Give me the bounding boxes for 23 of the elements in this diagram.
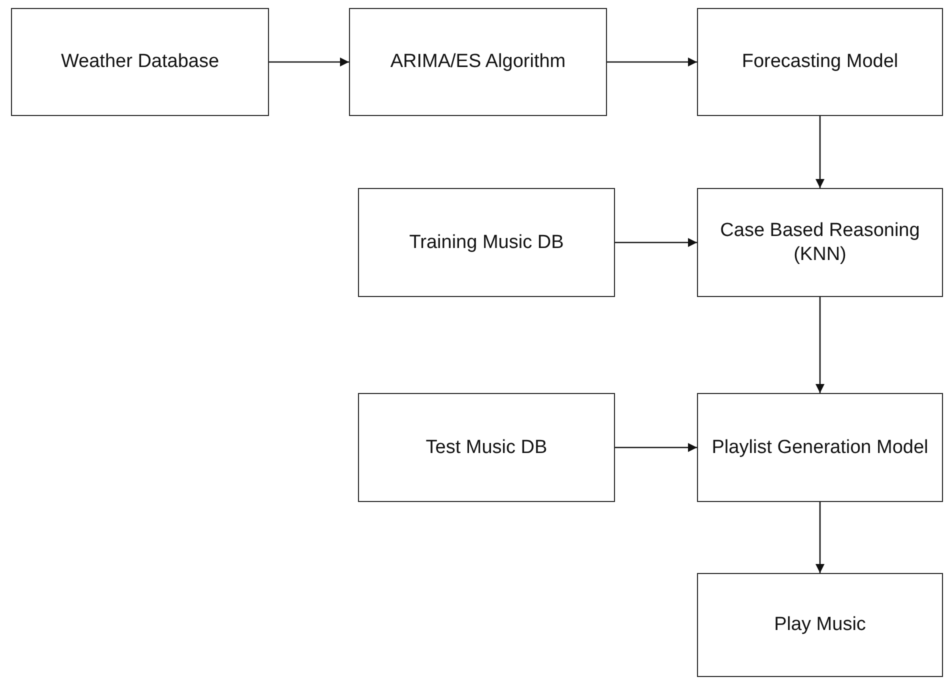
box-label: Playlist Generation Model (712, 436, 928, 460)
process-box (358, 393, 615, 502)
box-label: Test Music DB (426, 436, 548, 460)
arrow (615, 238, 697, 247)
arrow (816, 116, 824, 188)
box-label: Forecasting Model (742, 50, 898, 74)
arrow (607, 58, 697, 66)
process-box (11, 8, 269, 116)
process-box (349, 8, 607, 116)
arrow (615, 443, 697, 452)
process-box (697, 393, 943, 502)
process-box (358, 188, 615, 297)
process-box (697, 573, 943, 677)
process-box (697, 8, 943, 116)
box-label: Weather Database (60, 50, 220, 74)
arrow (816, 502, 824, 573)
arrow (816, 297, 824, 393)
box-label: ARIMA/ES Algorithm (390, 50, 566, 74)
box-label: Case Based Reasoning (KNN) (719, 218, 921, 266)
box-label: Training Music DB (409, 230, 564, 254)
arrow (269, 58, 349, 66)
box-label: Play Music (774, 613, 866, 637)
process-box (697, 188, 943, 297)
